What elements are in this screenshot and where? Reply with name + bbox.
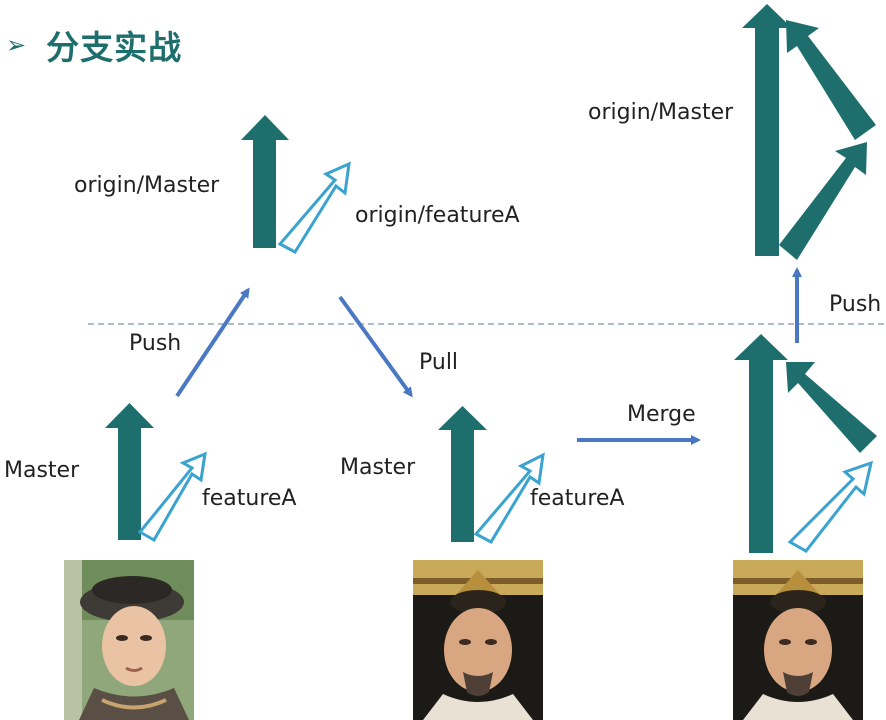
feature-a-branch-arrow xyxy=(137,451,207,543)
master-label: Master xyxy=(4,458,80,483)
slide-title: ➢ 分支实战 xyxy=(6,22,182,68)
master-branch-arrow xyxy=(438,406,487,542)
feature-a-branch-arrow xyxy=(787,460,874,553)
merged-branch-diagonal-arrow xyxy=(786,362,877,453)
master-label: Master xyxy=(340,455,416,480)
bullet-arrow-icon: ➢ xyxy=(6,31,27,59)
feature-a-branch-arrow xyxy=(473,452,545,544)
push-flow-arrow xyxy=(175,287,250,398)
feature-a-label: featureA xyxy=(530,486,625,511)
origin-merged-diagonal-arrow xyxy=(786,20,876,140)
master-branch-arrow xyxy=(105,403,154,540)
push-label: Push xyxy=(829,292,882,317)
origin-master-branch-arrow xyxy=(742,4,792,256)
push-label: Push xyxy=(129,331,182,356)
pull-label: Pull xyxy=(419,350,459,375)
merge-label: Merge xyxy=(627,402,696,427)
origin-feature-a-branch-arrow xyxy=(277,161,351,254)
page-title: 分支实战 xyxy=(46,28,183,67)
developer-portrait xyxy=(64,560,194,720)
origin-merge-diagonal-arrow xyxy=(779,142,867,260)
origin-master-label: origin/Master xyxy=(74,173,220,198)
origin-master-label: origin/Master xyxy=(588,100,734,125)
origin-feature-a-label: origin/featureA xyxy=(355,203,520,228)
lead-portrait xyxy=(413,560,543,720)
pull-flow-arrow xyxy=(338,295,413,398)
feature-a-label: featureA xyxy=(202,486,297,511)
lead-portrait xyxy=(733,560,863,720)
origin-master-branch-arrow xyxy=(241,115,289,248)
merged-master-branch-arrow xyxy=(734,334,788,553)
